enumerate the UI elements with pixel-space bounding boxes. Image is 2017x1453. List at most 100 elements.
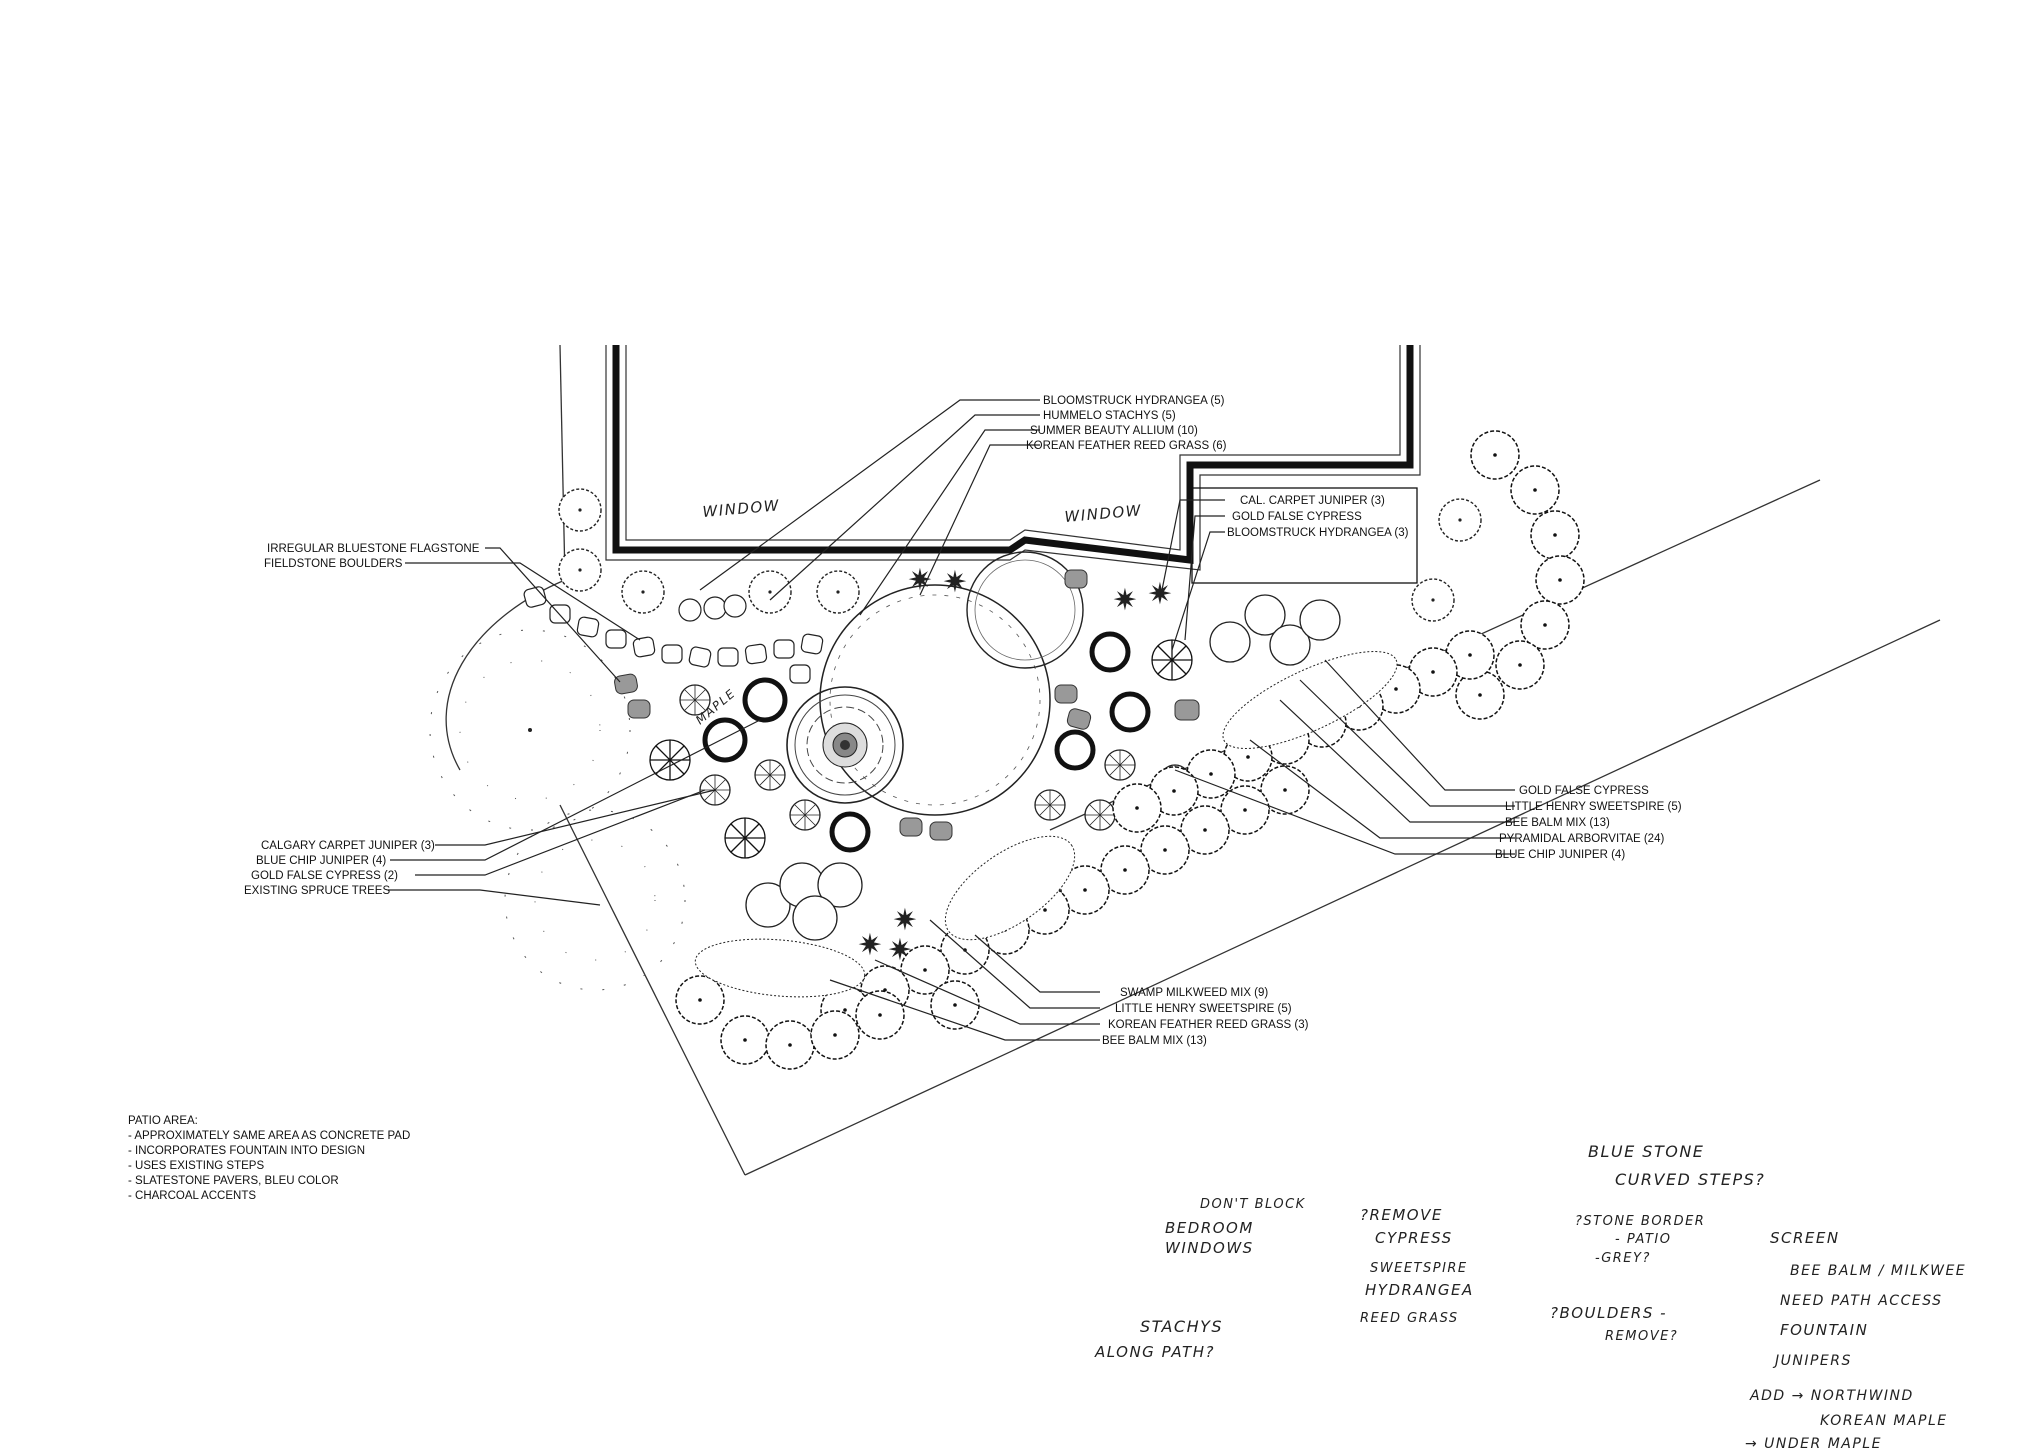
hand-remove-5: REED GRASS [1360,1311,1459,1326]
hatched-trees [649,639,1193,859]
arborvitae-center [1246,755,1250,759]
patio-note-4: - SLATESTONE PAVERS, BLEU COLOR [128,1175,339,1187]
label-summer-beauty-allium: SUMMER BEAUTY ALLIUM (10) [1030,425,1198,437]
arborvitae-center [1553,533,1557,537]
plant-labels: BLOOMSTRUCK HYDRANGEA (5) HUMMELO STACHY… [244,395,1682,1047]
arborvitae-center [1283,788,1287,792]
label-swamp-milkweed-mix: SWAMP MILKWEED MIX (9) [1120,987,1268,999]
hand-screen-4: FOUNTAIN [1780,1321,1868,1339]
hand-remove-2: CYPRESS [1375,1229,1453,1247]
svg-text:✷: ✷ [857,928,882,963]
bee-balm-clusters [694,651,1398,998]
spruce-tree-1 [429,629,631,831]
arborvitae-center [1533,488,1537,492]
window-left-note: WINDOW [702,496,781,521]
hand-bluestone-1: BLUE STONE [1588,1142,1704,1161]
arborvitae-center [1043,908,1047,912]
label-irregular-bluestone-flagstone: IRREGULAR BLUESTONE FLAGSTONE [267,543,480,555]
label-hummelo-stachys: HUMMELO STACHYS (5) [1043,410,1176,422]
leader-lines [388,399,1515,1041]
arborvitae-center [923,968,927,972]
legend-box-right [1191,487,1418,584]
label-bloomstruck-hydrangea-3: BLOOMSTRUCK HYDRANGEA (3) [1227,527,1409,539]
arborvitae-center [1123,868,1127,872]
arborvitae-center [698,998,702,1002]
arborvitae-center [1518,663,1522,667]
label-korean-feather-reed-grass-6: KOREAN FEATHER REED GRASS (6) [1026,440,1227,452]
label-blue-chip-juniper-right: BLUE CHIP JUNIPER (4) [1495,849,1625,861]
hand-screen-2: BEE BALM / MILKWEE [1790,1263,1966,1279]
arborvitae-center [1203,828,1207,832]
arborvitae-center [1163,848,1167,852]
arborvitae-center [788,1043,792,1047]
arborvitae-center [1558,578,1562,582]
spruce-tree-2 [504,809,686,991]
hand-remove-4: HYDRANGEA [1365,1281,1474,1299]
hand-bedroom-1: DON'T BLOCK [1200,1197,1306,1212]
label-little-henry-sweetspire-right: LITTLE HENRY SWEETSPIRE (5) [1505,801,1682,813]
hand-stone-border-3: -GREY? [1595,1251,1651,1266]
arborvitae-center [1209,772,1213,776]
hand-stachys-1: STACHYS [1140,1317,1223,1336]
patio-note-2: - INCORPORATES FOUNTAIN INTO DESIGN [128,1145,365,1157]
label-gold-false-cypress: GOLD FALSE CYPRESS [1232,511,1362,523]
arborvitae-center [833,1033,837,1037]
reed-grass-stars: ✷✷✷✷ ✷✷✷ [857,563,1172,968]
patio [819,551,1084,816]
arborvitae-center [1172,789,1176,793]
patio-note-5: - CHARCOAL ACCENTS [128,1190,256,1202]
pyramidal-arborvitae-row [675,430,1585,1070]
hand-screen-3: NEED PATH ACCESS [1780,1293,1942,1309]
patio-note-1: - APPROXIMATELY SAME AREA AS CONCRETE PA… [128,1130,410,1142]
hand-remove-3: SWEETSPIRE [1370,1261,1468,1276]
svg-text:✷: ✷ [942,565,967,600]
hand-add-3: → UNDER MAPLE [1745,1436,1882,1452]
patio-note-3: - USES EXISTING STEPS [128,1160,264,1172]
label-calgary-carpet-juniper: CALGARY CARPET JUNIPER (3) [261,840,435,852]
arborvitae-center [1468,653,1472,657]
label-existing-spruce-trees: EXISTING SPRUCE TREES [244,885,390,897]
patio-area-notes: PATIO AREA: - APPROXIMATELY SAME AREA AS… [128,1115,410,1202]
arborvitae-center [1493,453,1497,457]
hand-boulders-1: ?BOULDERS - [1550,1304,1667,1322]
arborvitae-center [1135,806,1139,810]
allium-cluster [678,594,747,622]
hand-screen-1: SCREEN [1770,1229,1840,1247]
svg-text:✷: ✷ [907,563,932,598]
arborvitae-center [1478,693,1482,697]
hand-bedroom-3: WINDOWS [1165,1239,1254,1257]
hand-add-1: ADD → NORTHWIND [1749,1388,1914,1404]
arborvitae-center [1083,888,1087,892]
hand-stachys-2: ALONG PATH? [1094,1343,1215,1361]
svg-text:✷: ✷ [1112,583,1137,618]
handwritten-notes: DON'T BLOCK BEDROOM WINDOWS STACHYS ALON… [1094,1142,1966,1452]
hand-screen-5: JUNIPERS [1772,1353,1852,1369]
hand-stone-border-1: ?STONE BORDER [1575,1214,1705,1229]
arborvitae-center [1543,623,1547,627]
arborvitae-center [1394,687,1398,691]
label-bee-balm-mix-right: BEE BALM MIX (13) [1505,817,1610,829]
label-blue-chip-juniper-left: BLUE CHIP JUNIPER (4) [256,855,386,867]
svg-text:✷: ✷ [1147,577,1172,612]
arborvitae-center [743,1038,747,1042]
label-korean-feather-reed-grass-3: KOREAN FEATHER REED GRASS (3) [1108,1019,1309,1031]
window-right-note: WINDOW [1064,501,1143,526]
hand-remove-1: ?REMOVE [1360,1206,1443,1224]
bluestone-flagstones [614,569,1200,841]
hand-bluestone-2: CURVED STEPS? [1615,1170,1765,1189]
fountain [786,686,904,804]
house-outline [605,345,1421,571]
hand-stone-border-2: - PATIO [1615,1232,1671,1247]
hand-bedroom-2: BEDROOM [1165,1219,1254,1237]
label-cal-carpet-juniper: CAL. CARPET JUNIPER (3) [1240,495,1385,507]
arborvitae-center [953,1003,957,1007]
hand-boulders-2: REMOVE? [1605,1329,1678,1344]
blue-chip-junipers [702,631,1151,853]
hand-add-2: KOREAN MAPLE [1820,1413,1948,1429]
arborvitae-center [1243,808,1247,812]
label-gold-false-cypress-right: GOLD FALSE CYPRESS [1519,785,1649,797]
sweetspire-clusters [745,594,1341,941]
label-little-henry-sweetspire-bottom: LITTLE HENRY SWEETSPIRE (5) [1115,1003,1292,1015]
svg-text:✷: ✷ [892,903,917,938]
